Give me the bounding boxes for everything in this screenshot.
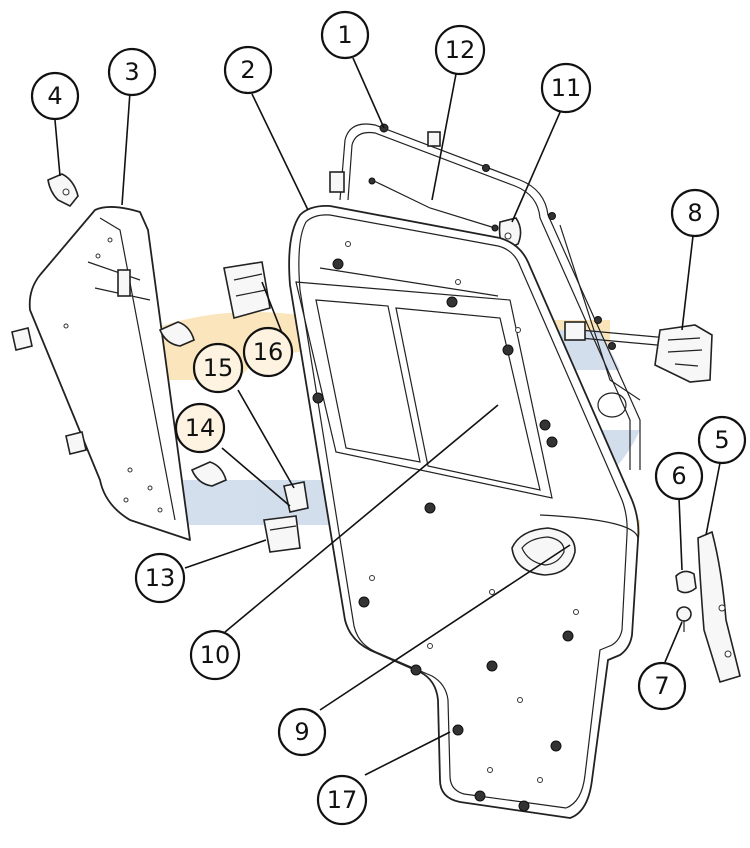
leader-7 [664,621,683,663]
leader-2 [251,93,309,211]
callout-4-label: 4 [47,82,62,110]
part-clip-4 [47,173,79,208]
callout-10: 10 [189,629,241,681]
callout-17-label: 17 [327,786,358,814]
callout-10-label: 10 [200,641,231,669]
callout-3-label: 3 [124,58,139,86]
part-bolt [676,606,692,632]
leader-11 [511,109,562,223]
callout-14-label: 14 [185,414,216,442]
callout-7: 7 [637,661,687,711]
callout-16-label: 16 [253,338,284,366]
callout-13: 13 [134,552,186,604]
callout-9: 9 [277,707,327,757]
callout-1: 1 [320,10,370,60]
part-side-panel [11,206,191,541]
callout-6-label: 6 [671,462,686,490]
callout-13-label: 13 [145,564,176,592]
part-strap [697,530,741,683]
callout-5-label: 5 [714,426,729,454]
leader-17 [364,731,451,776]
leader-1 [352,57,385,129]
callout-12-label: 12 [445,36,476,64]
callout-12: 12 [434,24,486,76]
callout-4: 4 [30,71,80,121]
part-nut [675,570,697,594]
callout-15-label: 15 [203,354,234,382]
part-latch [564,321,713,383]
leader-4 [54,119,61,177]
part-rod [368,177,499,232]
leader-10 [224,404,499,633]
callout-1-label: 1 [337,21,352,49]
callout-15: 15 [192,342,244,394]
part-door-panel [288,205,640,819]
callout-6: 6 [654,451,704,501]
leader-8 [681,235,694,331]
leader-13 [184,539,267,569]
callout-2: 2 [223,45,273,95]
callout-17: 17 [316,774,368,826]
leader-9 [319,544,571,711]
leader-5 [705,462,721,536]
callout-8: 8 [670,188,720,238]
callout-5: 5 [697,415,747,465]
callout-9-label: 9 [294,718,309,746]
leader-14 [221,447,291,507]
callout-11-label: 11 [551,74,582,102]
leader-lines [54,57,721,776]
leader-12 [431,73,457,201]
callout-14: 14 [174,402,226,454]
callout-7-label: 7 [654,672,669,700]
callout-3: 3 [107,47,157,97]
leader-16 [261,281,283,334]
callout-16: 16 [242,326,294,378]
callout-2-label: 2 [240,56,255,84]
part-clips [158,261,309,553]
leader-3 [121,91,131,206]
leader-6 [678,497,683,571]
leader-15 [237,389,295,489]
callout-8-label: 8 [687,199,702,227]
callout-11: 11 [540,62,592,114]
